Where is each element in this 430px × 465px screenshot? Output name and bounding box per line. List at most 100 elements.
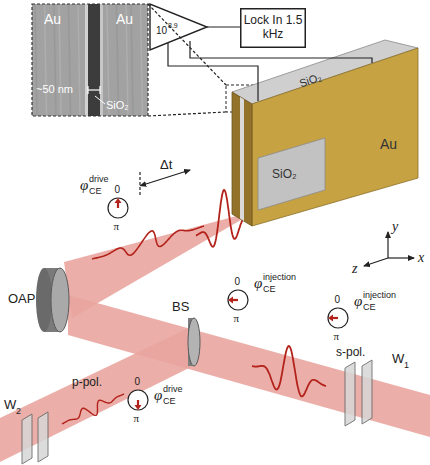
gain-value: 10 bbox=[156, 26, 167, 36]
sem-background bbox=[32, 4, 148, 116]
phase-dial bbox=[328, 308, 348, 328]
phase-pi: π bbox=[234, 313, 240, 324]
component-subscript: 2 bbox=[16, 407, 21, 416]
sample-device-outline bbox=[222, 35, 420, 230]
axis-label: y bbox=[392, 220, 398, 234]
oap-mirror bbox=[51, 268, 69, 332]
phase-subscript: CE bbox=[163, 397, 176, 406]
axis-arrow bbox=[364, 258, 388, 266]
oap-mirror-back bbox=[36, 268, 52, 332]
polarization-label: s-pol. bbox=[336, 346, 365, 358]
polarization-label: p-pol. bbox=[72, 376, 102, 388]
phase-arrow-head bbox=[228, 297, 233, 304]
phase-subscript: CE bbox=[363, 303, 376, 312]
phase-dial-node-outline bbox=[327, 307, 349, 329]
phase-dial-node: 0π bbox=[227, 289, 249, 311]
component-label: W bbox=[392, 352, 404, 365]
phase-zero: 0 bbox=[135, 377, 141, 387]
phase-symbol: φ bbox=[80, 178, 88, 193]
laser-pulse bbox=[252, 346, 326, 396]
wedge-plate bbox=[362, 360, 372, 424]
phase-superscript: injection bbox=[263, 273, 296, 282]
phase-superscript: injection bbox=[363, 291, 396, 300]
phase-zero: 0 bbox=[235, 277, 241, 287]
signal-wire bbox=[168, 43, 258, 101]
scale-tick bbox=[87, 86, 88, 94]
axis-arrow bbox=[388, 257, 414, 258]
amplifier-symbol: 108.9 bbox=[150, 4, 208, 51]
material-label: SiO₂ bbox=[272, 168, 297, 180]
component-subscript: 1 bbox=[404, 361, 409, 370]
component-label: OAP bbox=[8, 292, 35, 305]
zoom-leader bbox=[148, 4, 226, 85]
signal-wire bbox=[168, 43, 258, 101]
delay-marker bbox=[139, 172, 140, 196]
pulse-group bbox=[62, 190, 326, 424]
scale-bar bbox=[88, 89, 100, 90]
phase-dial bbox=[108, 198, 128, 218]
scale-tick bbox=[99, 86, 100, 94]
delay-arrow bbox=[146, 170, 190, 184]
beam-splitter bbox=[188, 318, 200, 366]
material-label: SiO₂ bbox=[106, 100, 129, 111]
phase-pi: π bbox=[114, 221, 120, 232]
gain-exponent: 8.9 bbox=[168, 22, 178, 29]
focused-beam bbox=[64, 214, 246, 318]
phase-dial-node-outline bbox=[227, 289, 249, 311]
phase-arrow-head bbox=[115, 198, 122, 203]
gold-front-face bbox=[252, 48, 418, 226]
sem-texture bbox=[69, 4, 71, 116]
signal-wire bbox=[207, 27, 240, 28]
lock-in-box: Lock In 1.5 kHz bbox=[240, 8, 306, 48]
leader-line bbox=[95, 96, 105, 104]
instrument-label: Lock In 1.5 kHz bbox=[241, 14, 305, 42]
inset-border bbox=[32, 4, 148, 116]
phase-dial-node: 0π bbox=[107, 197, 129, 219]
phase-dial-node: 0π bbox=[127, 389, 149, 411]
amplifier-triangle bbox=[150, 4, 207, 50]
signal-wire bbox=[207, 26, 240, 27]
phase-arrow-head bbox=[328, 315, 333, 322]
laser-pulse bbox=[92, 226, 204, 259]
sem-inset: AuAu~50 nmSiO₂ bbox=[32, 4, 148, 116]
sem-texture bbox=[78, 4, 80, 116]
signal-wire bbox=[190, 41, 372, 63]
delay-label: Δt bbox=[160, 158, 172, 171]
zoom-leader bbox=[148, 112, 226, 116]
axis-arrow bbox=[387, 232, 388, 258]
material-label: Au bbox=[44, 12, 61, 26]
component-label: BS bbox=[172, 300, 189, 313]
phase-superscript: drive bbox=[163, 385, 183, 394]
phase-arrow-head bbox=[135, 405, 142, 410]
sem-texture bbox=[141, 4, 143, 116]
wedge-plate bbox=[22, 414, 32, 464]
sample-device: SiO₂SiO₂Au bbox=[222, 35, 420, 230]
phase-symbol: φ bbox=[154, 388, 162, 403]
phase-zero: 0 bbox=[115, 185, 121, 195]
phase-pi: π bbox=[334, 331, 340, 342]
axis-label: x bbox=[418, 251, 424, 265]
phase-superscript: drive bbox=[89, 175, 109, 184]
sem-texture bbox=[35, 4, 37, 116]
zoom-leader bbox=[148, 112, 226, 116]
signal-wire bbox=[190, 41, 372, 63]
phase-subscript: CE bbox=[89, 187, 102, 196]
wedge-plate bbox=[345, 362, 355, 426]
wedge-plate bbox=[38, 412, 48, 462]
laser-pulse bbox=[62, 394, 124, 424]
axis-label: z bbox=[352, 262, 357, 276]
material-label: Au bbox=[380, 137, 397, 151]
phase-dial-node-outline bbox=[107, 197, 129, 219]
sio2-gap bbox=[240, 97, 244, 221]
phase-pi: π bbox=[134, 413, 140, 424]
phase-symbol: φ bbox=[354, 294, 362, 309]
phase-dial bbox=[228, 290, 248, 310]
phase-dial-node-outline bbox=[127, 389, 149, 411]
phase-symbol: φ bbox=[254, 276, 262, 291]
sem-edge bbox=[85, 4, 88, 116]
dimension-label: ~50 nm bbox=[36, 84, 73, 95]
lock-in-border bbox=[241, 9, 306, 48]
zoom-leader bbox=[148, 4, 226, 85]
